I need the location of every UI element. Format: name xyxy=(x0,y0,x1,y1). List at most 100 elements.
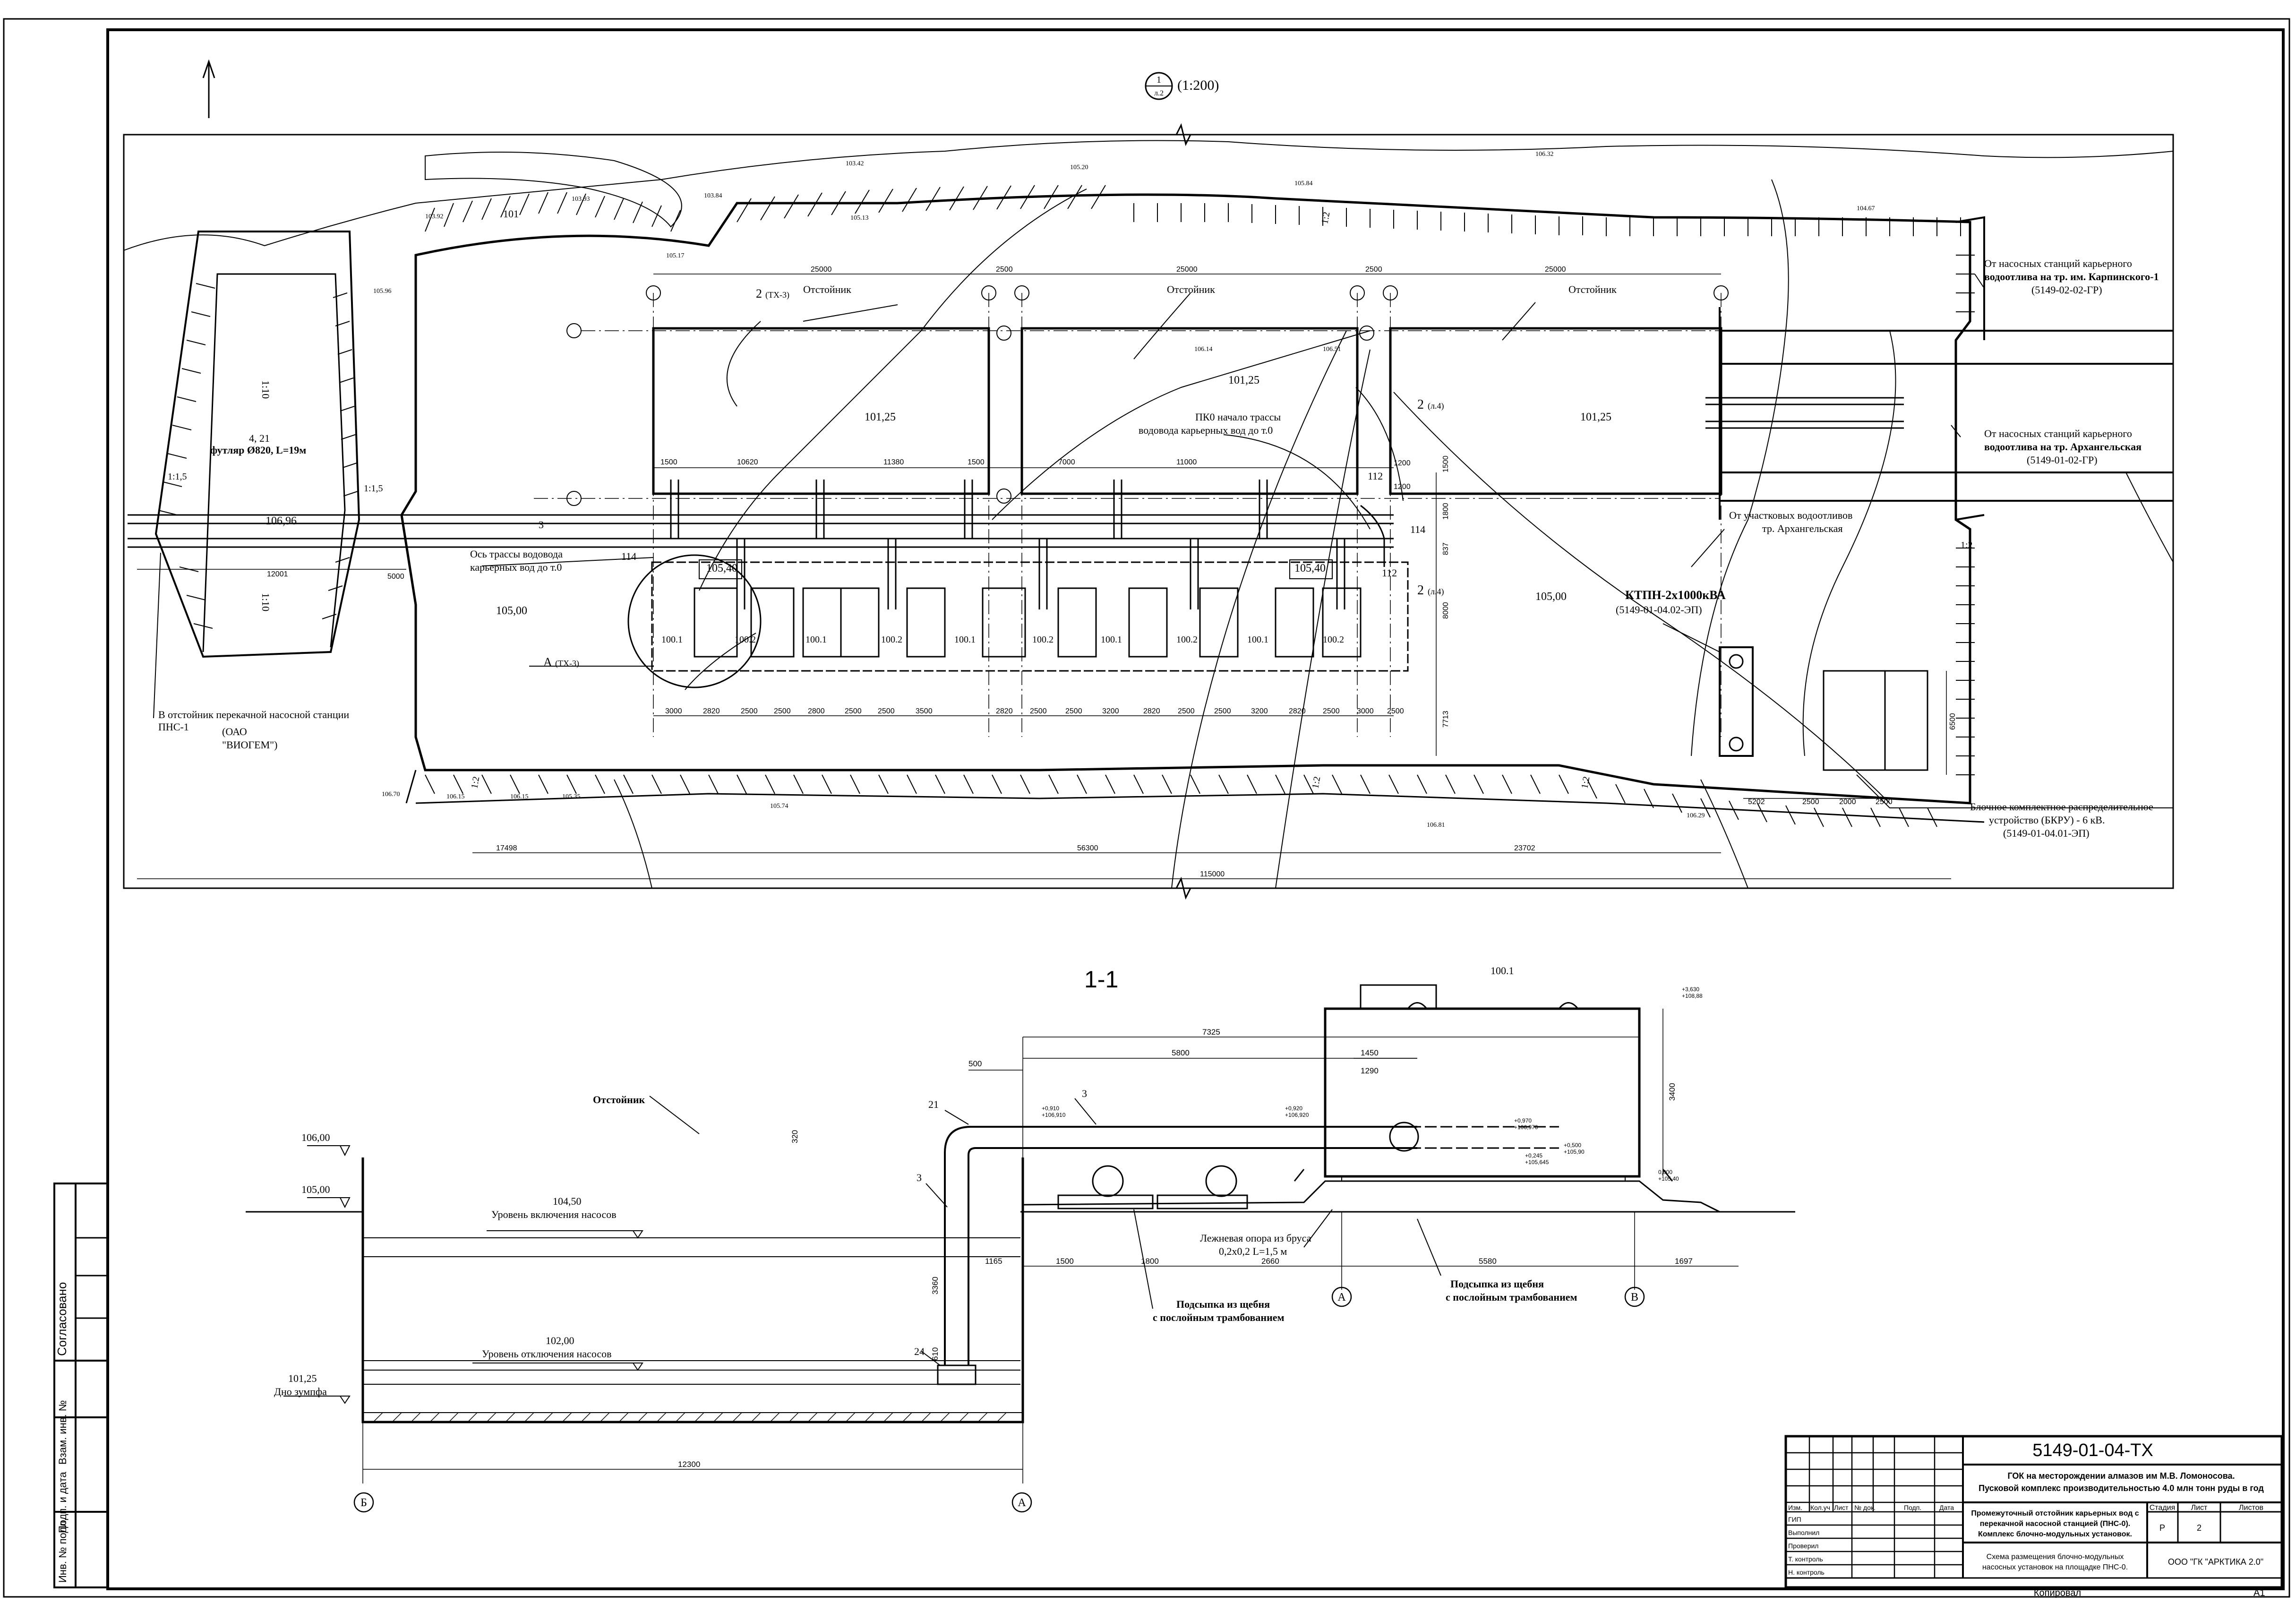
gravel-bed xyxy=(1022,1180,1720,1213)
elev-tag: +0,500 xyxy=(1564,1142,1581,1149)
section-ref: (л.4) xyxy=(1428,587,1444,597)
view-callout-sheet: л.2 xyxy=(1154,89,1164,97)
dimension: 2500 xyxy=(996,266,1013,274)
section-ref: (л.4) xyxy=(1428,401,1444,411)
elev-tag: +105,645 xyxy=(1525,1159,1549,1166)
elev-tag: +106,970 xyxy=(1514,1124,1538,1131)
spot-level: 106.51 xyxy=(1323,346,1341,353)
dimension: 3000 xyxy=(665,707,682,715)
copied-label: Копировал xyxy=(2034,1588,2081,1598)
col-header: Кол.уч xyxy=(1810,1504,1830,1511)
spot-level: 105.35 xyxy=(562,793,581,800)
dimension: 1500 xyxy=(968,458,985,466)
dimension: 1500 xyxy=(660,458,677,466)
elev-tag: +0,910 xyxy=(1042,1105,1059,1112)
elev-tag: +108,88 xyxy=(1682,993,1703,999)
elev-tag: +0,245 xyxy=(1525,1152,1542,1159)
spot-levels: 103.92 103.93 103.84 103.42 105.13 105.2… xyxy=(373,151,1875,829)
slope-label: 1:10 xyxy=(260,380,272,399)
spot-level: 105.96 xyxy=(373,288,392,295)
contour-line xyxy=(2125,472,2174,563)
spot-level: 105.74 xyxy=(770,803,788,810)
detail-circle xyxy=(627,554,762,688)
settling-basin-3 xyxy=(1389,327,1722,495)
contour-line xyxy=(1802,330,1896,756)
dimension: 6500 xyxy=(1949,713,1957,730)
dimension: 1697 xyxy=(1675,1257,1693,1266)
elevation-label: 101,25 xyxy=(1228,374,1259,386)
dimension: 1500 xyxy=(1442,455,1450,472)
dimension: 7325 xyxy=(1202,1028,1220,1037)
dimension: 23702 xyxy=(1514,844,1535,852)
project-title: Пусковой комплекс производительностью 4.… xyxy=(1979,1483,2264,1493)
bkru-label: Блочное комплектное распределительное xyxy=(1970,801,2153,813)
section-1-1 xyxy=(246,984,1795,1513)
stamp-cell: Взам. инв. № xyxy=(57,1400,69,1465)
sump-label: Отстойник xyxy=(803,283,851,295)
pns-label: ПНС-1 xyxy=(158,721,189,733)
ktpn-label: (5149-01-04.02-ЭП) xyxy=(1616,604,1702,616)
dimension: 3200 xyxy=(1102,707,1119,715)
sheet-value: 2 xyxy=(2197,1523,2202,1533)
spot-level: 103.84 xyxy=(704,192,722,199)
section-ref: (ТХ-3) xyxy=(555,659,579,669)
elevation-label: 105,00 xyxy=(496,605,527,617)
level-mark: 102,00 xyxy=(546,1335,574,1346)
company-name: ООО "ГК "АРКТИКА 2.0" xyxy=(2168,1557,2263,1567)
sheets-header: Листов xyxy=(2239,1504,2263,1512)
dimension: 7713 xyxy=(1442,711,1450,728)
bkru-unit xyxy=(1823,670,1928,771)
pipe-number: 114 xyxy=(621,550,636,562)
slope-label: 1:1,5 xyxy=(168,471,187,482)
sump-label: Отстойник xyxy=(1568,283,1617,295)
pipe-mark: 21 xyxy=(928,1098,939,1110)
level-mark: 104,50 xyxy=(553,1195,582,1207)
spot-level: 106.29 xyxy=(1687,812,1705,819)
gravel-label: Подсыпка из щебня xyxy=(1450,1278,1544,1290)
format-label: А1 xyxy=(2253,1588,2265,1598)
elev-tag: +105,90 xyxy=(1564,1149,1585,1155)
pk0-label: ПК0 начало трассы xyxy=(1195,411,1281,423)
elevation-label: 105,00 xyxy=(1535,591,1567,603)
section-sump-label: Отстойник xyxy=(593,1094,645,1106)
spot-level: 103.42 xyxy=(846,160,864,167)
pipe-mark: 3 xyxy=(917,1172,922,1183)
spot-level: 105.13 xyxy=(850,214,869,222)
casing-top: 4, 21 xyxy=(249,432,270,444)
bkru-label: устройство (БКРУ) - 6 кВ. xyxy=(1989,814,2105,826)
dimension: 2500 xyxy=(878,707,895,715)
stage-value: Р xyxy=(2159,1523,2165,1533)
discharge-header xyxy=(128,514,1394,524)
section-marker: 2 xyxy=(1417,397,1424,412)
stage-header: Стадия xyxy=(2150,1504,2176,1512)
elev-tag: +106,920 xyxy=(1285,1112,1309,1118)
dimension: 2820 xyxy=(996,707,1013,715)
axis-label: В xyxy=(1631,1291,1638,1303)
elev-tag: +0,970 xyxy=(1514,1117,1532,1124)
level-mark: 101,25 xyxy=(288,1372,317,1384)
dimension: 25000 xyxy=(1545,266,1566,274)
spot-level: 105.20 xyxy=(1070,164,1088,171)
stamp-cell: Инв. № подл. xyxy=(57,1518,69,1583)
slope-label: 1:2 xyxy=(1579,776,1592,789)
dimension: 2500 xyxy=(1365,266,1382,274)
slope-label: 1:2 xyxy=(1961,540,1973,550)
dimension: 2500 xyxy=(774,707,791,715)
dimension: 1200 xyxy=(1394,459,1411,467)
section-marker: 2 xyxy=(1417,583,1424,598)
pipe-number: 3 xyxy=(539,519,544,531)
inflow-label: водоотлива на тр. Архангельская xyxy=(1984,441,2142,453)
level-caption: Уровень включения насосов xyxy=(491,1209,617,1220)
dimension: 320 xyxy=(790,1130,799,1143)
dimension: 2500 xyxy=(741,707,758,715)
spot-level: 106.15 xyxy=(446,793,465,800)
slope-label: 1:10 xyxy=(260,593,272,611)
dimension: 610 xyxy=(931,1347,940,1361)
dimension: 1800 xyxy=(1442,503,1450,520)
section-ref: (ТХ-3) xyxy=(765,290,789,300)
dimension: 3000 xyxy=(1357,707,1374,715)
axis-label: карьерных вод до т.0 xyxy=(470,561,562,573)
settling-basin-1 xyxy=(652,327,990,495)
sump-pit xyxy=(361,1157,1024,1423)
dimension: 11000 xyxy=(1176,458,1197,466)
